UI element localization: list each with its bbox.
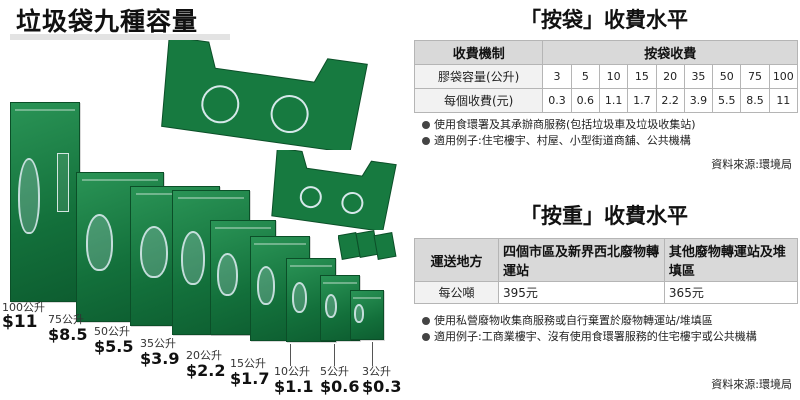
price-label-3l: 3公升 $0.3 — [362, 365, 402, 396]
per-weight-header-other: 其他廢物轉運站及堆填區 — [663, 238, 799, 282]
per-bag-note-2: 適用例子:住宅樓宇、村屋、小型街道商舖、公共機構 — [422, 134, 691, 148]
tiny-bags — [338, 228, 398, 264]
per-weight-note-2: 適用例子:工商業樓宇、沒有使用食環署服務的住宅樓宇或公共機構 — [422, 330, 794, 344]
tshirt-bag-small — [262, 150, 402, 230]
bags-panel: 垃圾袋九種容量 — [2, 7, 402, 396]
bullet-icon — [422, 317, 430, 325]
table-cell: 2.2 — [655, 88, 685, 113]
per-bag-header-charging: 按袋收費 — [542, 40, 798, 65]
title-underline — [10, 34, 230, 40]
leader-line — [334, 344, 335, 366]
tshirt-bag-large — [142, 40, 382, 150]
table-cell: 0.3 — [542, 88, 572, 113]
table-cell: 3 — [542, 64, 572, 89]
table-cell: 11 — [768, 88, 799, 113]
per-weight-title: 「按重」收費水平 — [520, 203, 688, 228]
bags-title: 垃圾袋九種容量 — [16, 7, 199, 36]
table-cell: 3.9 — [683, 88, 714, 113]
price-label-35l: 35公升 $3.9 — [140, 337, 180, 368]
price-label-5l: 5公升 $0.6 — [320, 365, 360, 396]
per-weight-header-urban: 四個市區及新界西北廢物轉運站 — [498, 238, 665, 282]
fees-panel: 「按袋」收費水平 收費機制 按袋收費 膠袋容量(公升) 3 5 10 15 20… — [408, 0, 800, 400]
capacity-row-label: 膠袋容量(公升) — [413, 64, 544, 89]
per-bag-note-1: 使用食環署及其承辦商服務(包括垃圾車及垃圾收集站) — [422, 118, 696, 132]
per-tonne-row: 每公噸 395元 365元 — [414, 281, 799, 304]
per-weight-source: 資料來源:環境局 — [711, 378, 792, 391]
table-cell: 75 — [740, 64, 770, 89]
price-label-75l: 75公升 $8.5 — [48, 313, 88, 344]
table-cell: 395元 — [498, 281, 665, 304]
table-cell: 365元 — [663, 281, 799, 304]
bag-3l — [350, 290, 384, 340]
fee-row: 每個收費(元) 0.3 0.6 1.1 1.7 2.2 3.9 5.5 8.5 … — [413, 88, 799, 113]
bullet-icon — [422, 137, 430, 145]
table-cell: 100 — [768, 64, 799, 89]
table-cell: 5.5 — [712, 88, 742, 113]
table-cell: 15 — [627, 64, 657, 89]
leader-line — [372, 342, 373, 366]
price-label-10l: 10公升 $1.1 — [274, 365, 314, 396]
per-weight-header-location: 運送地方 — [414, 238, 499, 282]
per-bag-title: 「按袋」收費水平 — [520, 7, 688, 32]
per-weight-note-1: 使用私營廢物收集商服務或自行棄置於廢物轉運站/堆填區 — [422, 314, 794, 328]
table-cell: 1.7 — [627, 88, 657, 113]
per-bag-source: 資料來源:環境局 — [711, 158, 792, 171]
per-tonne-label: 每公噸 — [414, 281, 499, 304]
table-cell: 8.5 — [740, 88, 770, 113]
leader-line — [290, 344, 291, 366]
per-bag-table: 收費機制 按袋收費 膠袋容量(公升) 3 5 10 15 20 35 50 75… — [413, 40, 799, 113]
bullet-icon — [422, 121, 430, 129]
table-cell: 20 — [655, 64, 685, 89]
table-cell: 35 — [683, 64, 714, 89]
fee-row-label: 每個收費(元) — [413, 88, 544, 113]
capacity-row: 膠袋容量(公升) 3 5 10 15 20 35 50 75 100 — [413, 64, 799, 89]
table-cell: 1.1 — [598, 88, 629, 113]
per-bag-header-mechanism: 收費機制 — [413, 40, 544, 65]
table-cell: 0.6 — [570, 88, 600, 113]
bullet-icon — [422, 333, 430, 341]
price-label-50l: 50公升 $5.5 — [94, 325, 134, 356]
price-label-15l: 15公升 $1.7 — [230, 357, 270, 388]
price-label-100l: 100公升 $11 — [2, 301, 45, 332]
table-cell: 10 — [598, 64, 629, 89]
price-label-20l: 20公升 $2.2 — [186, 349, 226, 380]
per-weight-table: 運送地方 四個市區及新界西北廢物轉運站 其他廢物轉運站及堆填區 每公噸 395元… — [414, 238, 799, 304]
bag-100l — [10, 102, 80, 302]
table-cell: 50 — [712, 64, 742, 89]
table-cell: 5 — [570, 64, 600, 89]
